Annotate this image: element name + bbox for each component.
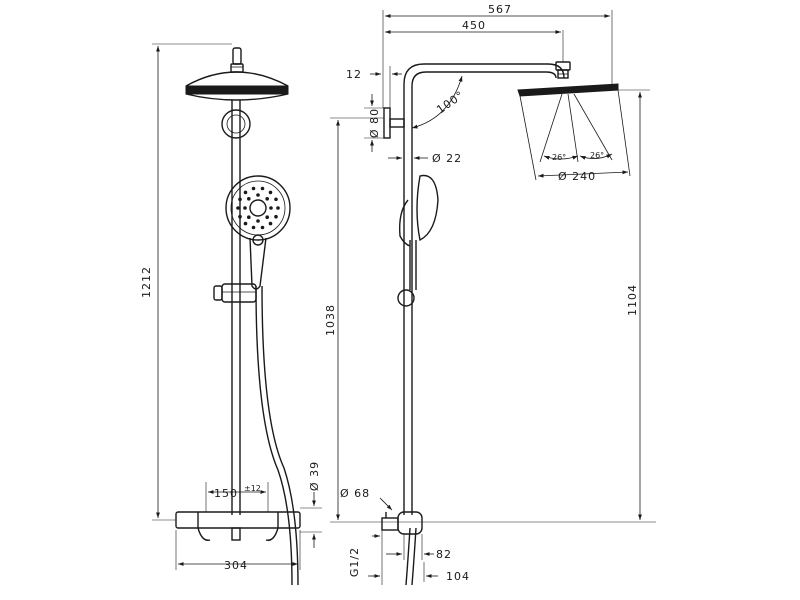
hand-shower-side [397, 174, 439, 307]
nozzle-dot [243, 221, 248, 226]
nozzle-dot [276, 206, 280, 210]
wall-rose-side [383, 107, 405, 139]
head-shower-side [517, 61, 619, 97]
thermostat-mixer-side [381, 511, 423, 535]
head-shower-front [185, 71, 289, 101]
dim-label-450: 450 [462, 19, 486, 32]
nozzle-dot [251, 186, 256, 191]
nozzle-dot [260, 186, 265, 191]
dim-offset-12: 12 [346, 66, 402, 108]
dim-label-567: 567 [488, 3, 512, 16]
nozzle-dot [247, 215, 251, 219]
dim-label-304: 304 [224, 559, 248, 572]
dim-depth-82: 82 [386, 534, 452, 561]
dim-label-angle-right: 26° [590, 151, 604, 160]
nozzle-dot [265, 215, 270, 219]
hand-shower-nozzles [236, 186, 280, 230]
dim-label-g12: G1/2 [348, 547, 361, 577]
hand-shower-front [225, 175, 291, 290]
nozzle-dot [274, 197, 278, 202]
dim-label-68: Ø 68 [340, 487, 370, 500]
dim-label-tolerance: ±12 [244, 484, 261, 493]
nozzle-dot [268, 190, 273, 195]
nozzle-dot [265, 197, 270, 201]
spray-pattern: 26° 26° [519, 89, 631, 181]
nozzle-dot [256, 219, 260, 223]
dim-arm-450: 450 [385, 19, 564, 62]
top-connector [230, 47, 244, 73]
dim-label-104: 104 [446, 570, 470, 583]
dim-rose-80: Ø 80 [364, 94, 384, 152]
hose-front [255, 285, 299, 586]
dim-label-150: 150 [214, 487, 238, 500]
dim-label-1038: 1038 [324, 304, 337, 336]
dim-label-12: 12 [346, 68, 362, 81]
riser-and-arm [403, 63, 565, 515]
nozzle-dot [256, 193, 260, 197]
dim-height-1104: 1104 [618, 89, 650, 520]
dim-height-1038: 1038 [324, 117, 384, 520]
nozzle-dot [274, 214, 278, 219]
dim-label-1104: 1104 [626, 284, 639, 316]
dim-label-240: Ø 240 [558, 170, 596, 183]
nozzle-dot [260, 225, 265, 230]
dim-angle-100: 100° [411, 75, 467, 129]
dim-height-1212: 1212 [140, 43, 232, 521]
nozzle-dot [236, 206, 240, 210]
dim-label-80: Ø 80 [368, 108, 381, 138]
dim-head-240: Ø 240 [537, 170, 629, 183]
dim-outlet-39: Ø 39 [300, 461, 322, 548]
nozzle-dot [243, 206, 247, 210]
nozzle-dot [268, 221, 273, 226]
dim-width-304: 304 [175, 530, 301, 572]
dim-label-1212: 1212 [140, 266, 153, 298]
nozzle-dot [247, 197, 251, 201]
nozzle-dot [251, 225, 256, 230]
nozzle-dot [238, 214, 242, 219]
dim-pipe-22: Ø 22 [388, 152, 462, 165]
wall-bracket-ring [221, 109, 251, 139]
front-view: 1212 150 ±12 304 Ø 39 [140, 43, 322, 586]
riser-pipe-front [231, 100, 241, 515]
nozzle-dot [269, 206, 273, 210]
dim-centers-150: 150 ±12 [205, 482, 269, 512]
dim-label-39: Ø 39 [308, 461, 321, 491]
dim-label-22: Ø 22 [432, 152, 462, 165]
dim-thread-g12: G1/2 [348, 530, 383, 585]
nozzle-dot [238, 197, 242, 202]
dim-projection-567: 567 [382, 3, 613, 108]
dim-mixer-68: Ø 68 [340, 487, 393, 511]
dim-label-angle-left: 26° [552, 153, 566, 162]
dim-label-100: 100° [434, 88, 466, 116]
nozzle-dot [243, 190, 248, 195]
hose-side [405, 527, 417, 586]
dim-depth-104: 104 [368, 562, 470, 583]
thermostat-mixer-front [175, 511, 301, 541]
slide-holder [213, 283, 257, 303]
side-view: 26° 26° 567 [324, 3, 656, 586]
dim-label-82: 82 [436, 548, 452, 561]
